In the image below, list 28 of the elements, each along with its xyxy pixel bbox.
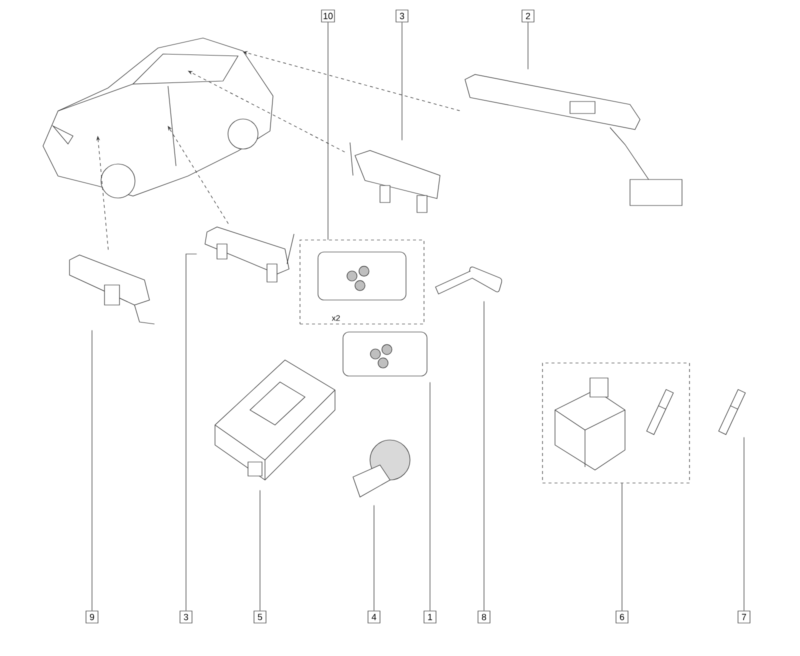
- multiplier-label: x2: [332, 315, 340, 321]
- dashed-group-box: [542, 362, 690, 484]
- callout-number: 7: [738, 610, 750, 624]
- leader-line: [186, 254, 197, 611]
- callout-number: 1: [424, 610, 436, 624]
- callout-number: 3: [180, 610, 192, 624]
- antenna-drawing: [350, 142, 440, 213]
- callout-number: 3: [396, 10, 408, 22]
- car-drawing: [42, 38, 274, 198]
- control-unit-drawing: [214, 360, 336, 480]
- key-blade-drawing: [435, 266, 502, 294]
- pin-drawing: [646, 389, 674, 435]
- start-button-drawing: [352, 440, 410, 498]
- callout-number: 2: [522, 10, 534, 22]
- pin-drawing: [718, 389, 746, 435]
- callout-number: 10: [321, 10, 335, 22]
- reader-drawing: [554, 378, 626, 470]
- antenna-drawing: [204, 226, 294, 282]
- callout-number: 9: [86, 610, 98, 624]
- callout-number: 8: [478, 610, 490, 624]
- callout-number: 4: [368, 610, 380, 624]
- callout-number: 6: [616, 610, 628, 624]
- key-card-drawing: [318, 252, 406, 300]
- key-card-drawing: [342, 332, 428, 376]
- dashed-group-box: [300, 240, 424, 324]
- antenna-drawing: [69, 254, 155, 324]
- callout-number: 5: [254, 610, 266, 624]
- antenna-drawing: [464, 74, 682, 206]
